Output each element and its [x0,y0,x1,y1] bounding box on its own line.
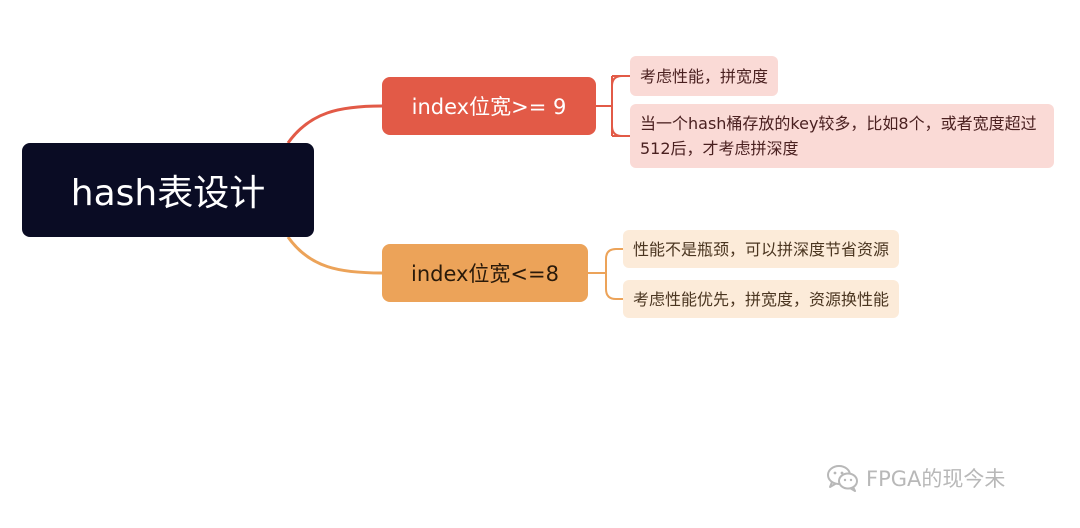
leaf-node[interactable]: 当一个hash桶存放的key较多，比如8个，或者宽度超过512后，才考虑拼深度 [630,104,1054,168]
connector-root-branch-2 [286,236,383,275]
leaf-label: 考虑性能优先，拼宽度，资源换性能 [633,289,890,309]
leaf-label: 考虑性能，拼宽度 [640,66,769,86]
leaf-node[interactable]: 考虑性能，拼宽度 [630,56,779,96]
connector-branch-2-leaves [588,259,607,289]
leaf-node[interactable]: 考虑性能优先，拼宽度，资源换性能 [623,280,900,318]
root-node[interactable]: hash表设计 [22,143,314,237]
branch-label: index位宽>= 9 [411,95,567,119]
wechat-icon [826,464,860,492]
branch-node-width-ge-9[interactable]: index位宽>= 9 [382,77,596,135]
leaf-node[interactable]: 性能不是瓶颈，可以拼深度节省资源 [623,230,900,268]
branch-node-width-le-8[interactable]: index位宽<=8 [382,244,588,302]
branch-label: index位宽<=8 [410,262,559,286]
connector-root-branch-1 [286,104,383,144]
connector-branch-1-leaves [596,75,630,137]
root-label: hash表设计 [70,173,266,214]
watermark-text: FPGA的现今未 [866,467,1006,491]
watermark: FPGA的现今未 [826,463,1005,493]
leaf-label: 当一个hash桶存放的key较多，比如8个，或者宽度超过512后，才考虑拼深度 [640,114,1037,158]
leaf-label: 性能不是瓶颈，可以拼深度节省资源 [633,239,890,259]
